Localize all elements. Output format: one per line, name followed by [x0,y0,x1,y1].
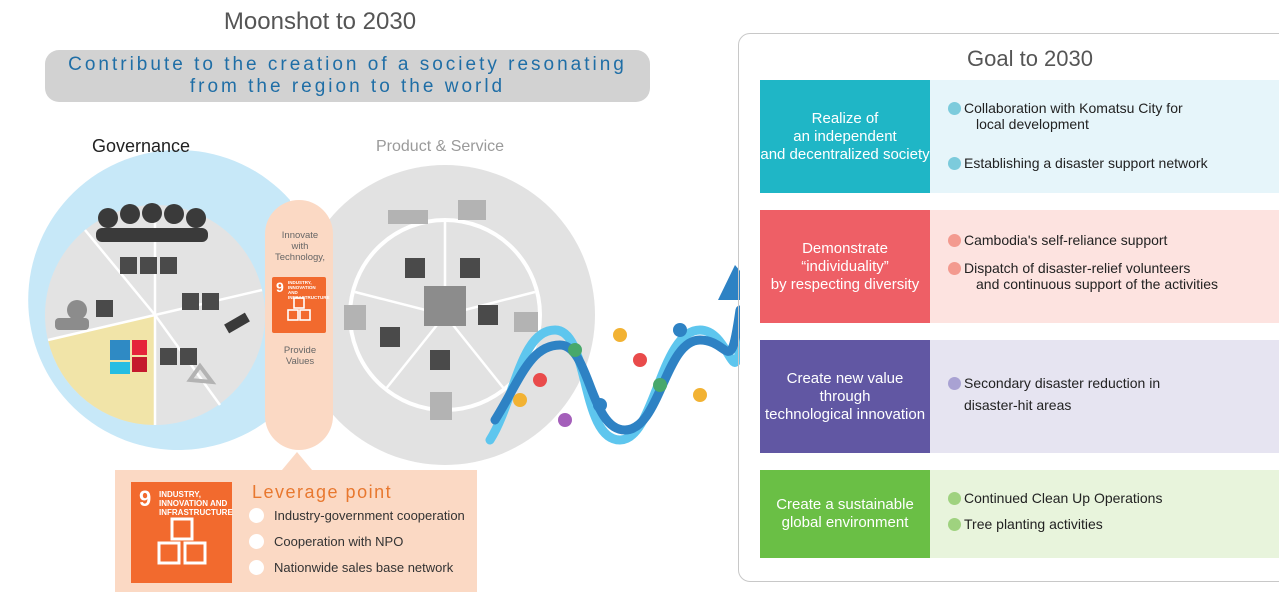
product-sdg-badges [380,258,498,370]
dna-helix [485,305,740,445]
goal-category-line: Create a sustainable [776,496,914,513]
leverage-item: Cooperation with NPO [249,531,403,551]
governance-sdg-badges [96,257,219,365]
goal-item-line: Secondary disaster reduction in [964,375,1161,391]
bullet-icon [948,262,961,275]
bullet-icon [249,507,264,523]
hand-person-icon [55,300,89,330]
goal-category-3: Create new value through technological i… [760,340,930,453]
recycle-icon [186,362,217,385]
goal-category-line: technological innovation [764,405,926,423]
goal-item-line: Establishing a disaster support network [964,155,1208,171]
goal-item-line: Dispatch of disaster-relief volunteers [964,260,1191,276]
goal-detail-4: Continued Clean Up Operations Tree plant… [930,470,1279,558]
sdg9-label: INDUSTRY, INNOVATION AND INFRASTRUCTURE [288,280,330,300]
cubes-icon-large [157,517,207,565]
goal-category-line: Demonstrate [802,239,888,257]
leverage-item: Industry-government cooperation [249,505,465,525]
goal-item-line: Tree planting activities [964,516,1103,532]
people-icon [96,203,208,242]
innovate-line-1: Innovate [281,230,319,241]
goal-item-line: local development [976,116,1089,132]
infinity-diagram [28,149,740,470]
goal-category-line: global environment [781,514,909,531]
moonshot-title: Moonshot to 2030 [223,8,417,35]
bullet-icon [948,102,961,115]
goal-item-line: Collaboration with Komatsu City for [964,100,1183,116]
sdg9-center-badge: 9 INDUSTRY, INNOVATION AND INFRASTRUCTUR… [272,277,330,333]
bullet-icon [948,234,961,247]
goal-item-line: and continuous support of the activities [976,276,1219,292]
goal-category-4: Create a sustainable global environment [760,470,930,558]
bullet-icon [948,518,961,531]
arrow-tip [718,265,740,300]
bullet-icon [948,377,961,390]
goal-category-1: Realize of an independent and decentrali… [760,80,930,193]
bullet-icon [249,559,264,575]
sdg11-badge [424,286,466,326]
handshake-icon [224,312,250,334]
provide-line-2: Values [285,356,315,367]
goal-detail-3: Secondary disaster reduction in disaster-… [930,340,1279,453]
bullet-icon [948,157,961,170]
goal-category-line: “individuality” [801,257,889,275]
goal-item-line: disaster-hit areas [964,397,1072,413]
banner-line-1: Contribute to the creation of a society … [68,54,627,75]
goal-item: Tree planting activities [948,516,1103,532]
mission-banner: Contribute to the creation of a society … [45,50,650,102]
bullet-icon [948,492,961,505]
cubes-icon [287,297,311,321]
goal-category-line: by respecting diversity [770,275,920,293]
dna-dots [513,323,707,427]
governance-colored-badges [110,340,147,374]
goal-item: Establishing a disaster support network [948,155,1208,171]
sdg9-large-label: INDUSTRY, INNOVATION AND INFRASTRUCTURE [159,490,233,517]
provide-line-1: Provide [283,345,317,356]
innovate-text: Innovate with Technology, [270,230,330,263]
leverage-item-text: Industry-government cooperation [274,507,465,523]
sdg9-number: 9 [276,279,284,295]
goal-item-line: Cambodia's self-reliance support [964,232,1168,248]
goal-item: Cambodia's self-reliance support [948,232,1167,248]
goal-item-line: Continued Clean Up Operations [964,490,1163,506]
innovate-line-2: with [291,241,309,252]
sdg9-large-badge: 9 INDUSTRY, INNOVATION AND INFRASTRUCTUR… [131,482,233,583]
goal-category-line: Create new value through [786,369,904,405]
leverage-item: Nationwide sales base network [249,557,453,577]
provide-text: Provide Values [270,345,330,367]
goal-category-line: and decentralized society [760,145,930,163]
goal-category-line: Realize of [811,109,879,127]
governance-label: Governance [92,136,191,156]
banner-line-2: from the region to the world [189,76,506,97]
leverage-item-text: Cooperation with NPO [274,533,404,549]
sdg9-large-number: 9 [139,486,152,511]
goal-item: Secondary disaster reduction in disaster-… [948,375,1160,413]
leverage-item-text: Nationwide sales base network [274,559,454,575]
leverage-pointer [282,452,312,470]
innovate-line-3: Technology, [275,252,325,263]
goal-item: Continued Clean Up Operations [948,490,1162,506]
goal-detail-2: Cambodia's self-reliance support Dispatc… [930,210,1279,323]
goal-category-2: Demonstrate “individuality” by respectin… [760,210,930,323]
goal-title: Goal to 2030 [967,46,1093,71]
goal-category-line: an independent [793,127,897,145]
bullet-icon [249,533,264,549]
goal-panel [738,33,1279,582]
building-icons [344,200,538,420]
leverage-title: Leverage point [252,482,393,502]
product-service-label: Product & Service [376,138,505,155]
